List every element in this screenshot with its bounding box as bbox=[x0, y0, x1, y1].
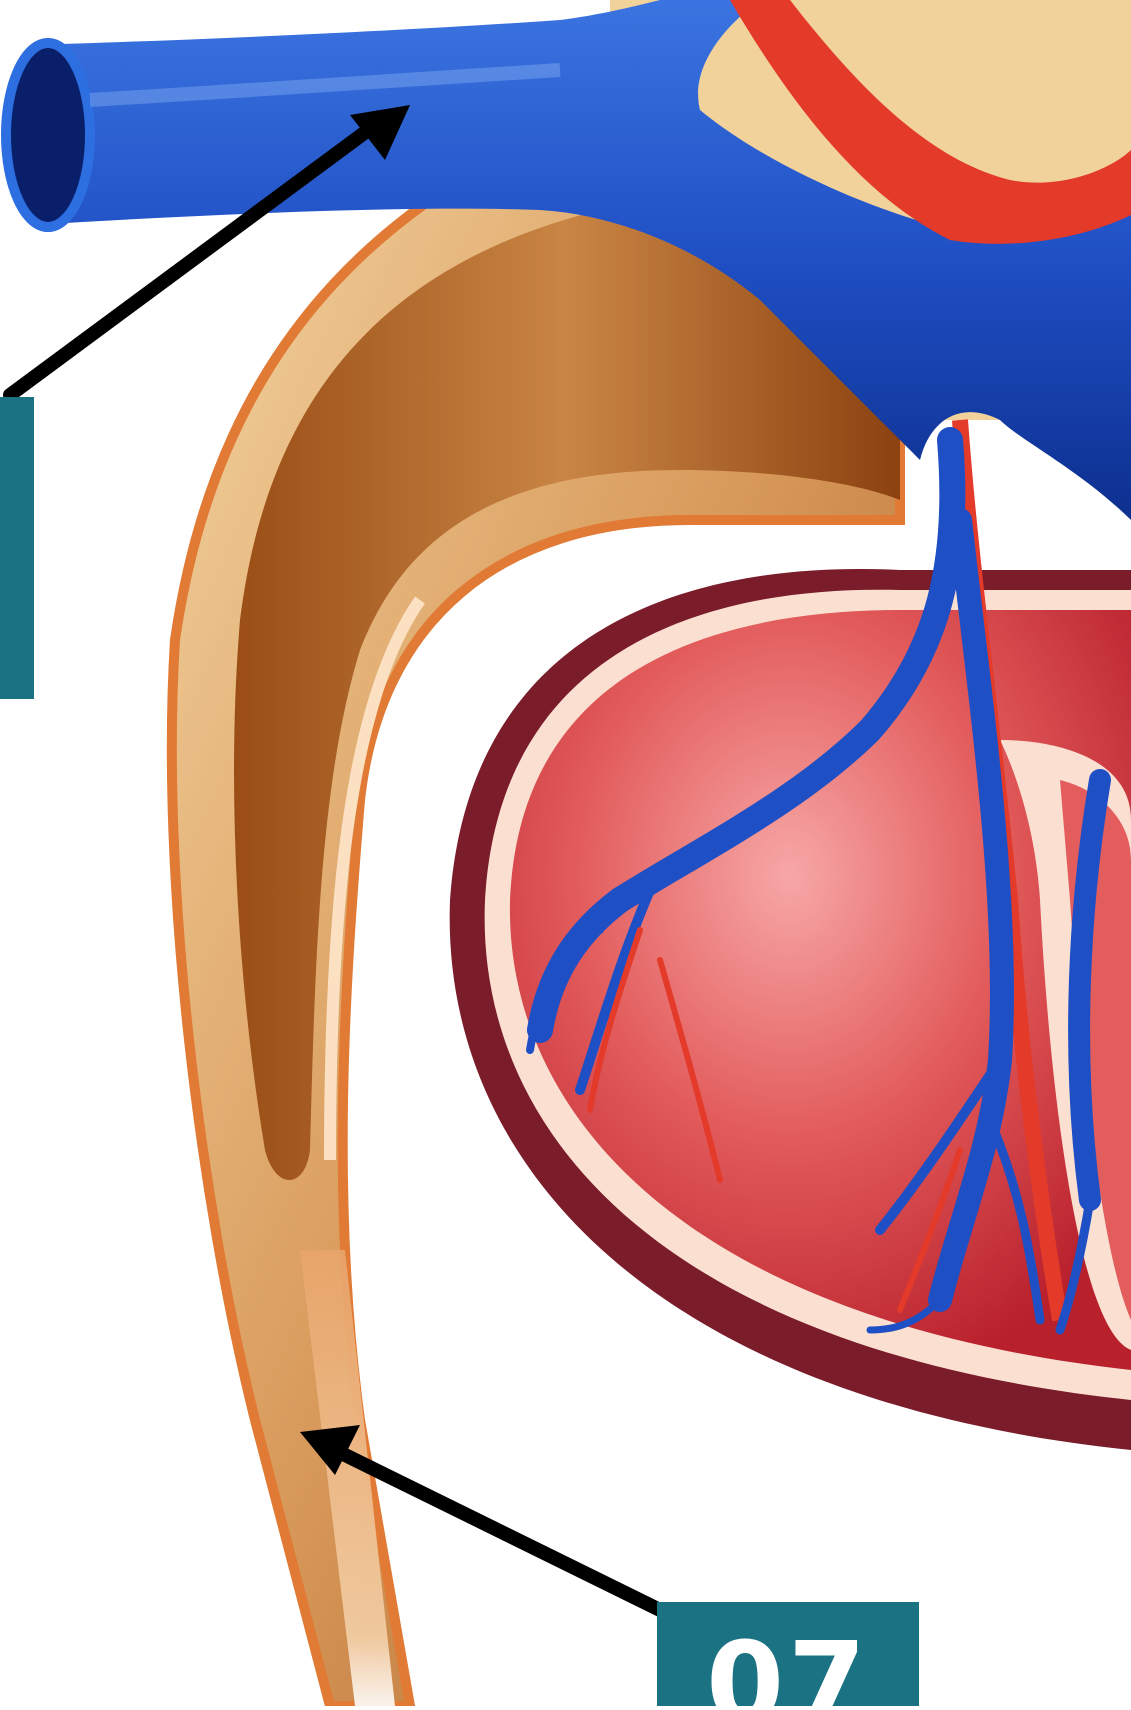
label-box-left bbox=[0, 397, 34, 699]
label-box-07: 07 bbox=[657, 1602, 919, 1706]
label-number: 07 bbox=[657, 1628, 919, 1706]
